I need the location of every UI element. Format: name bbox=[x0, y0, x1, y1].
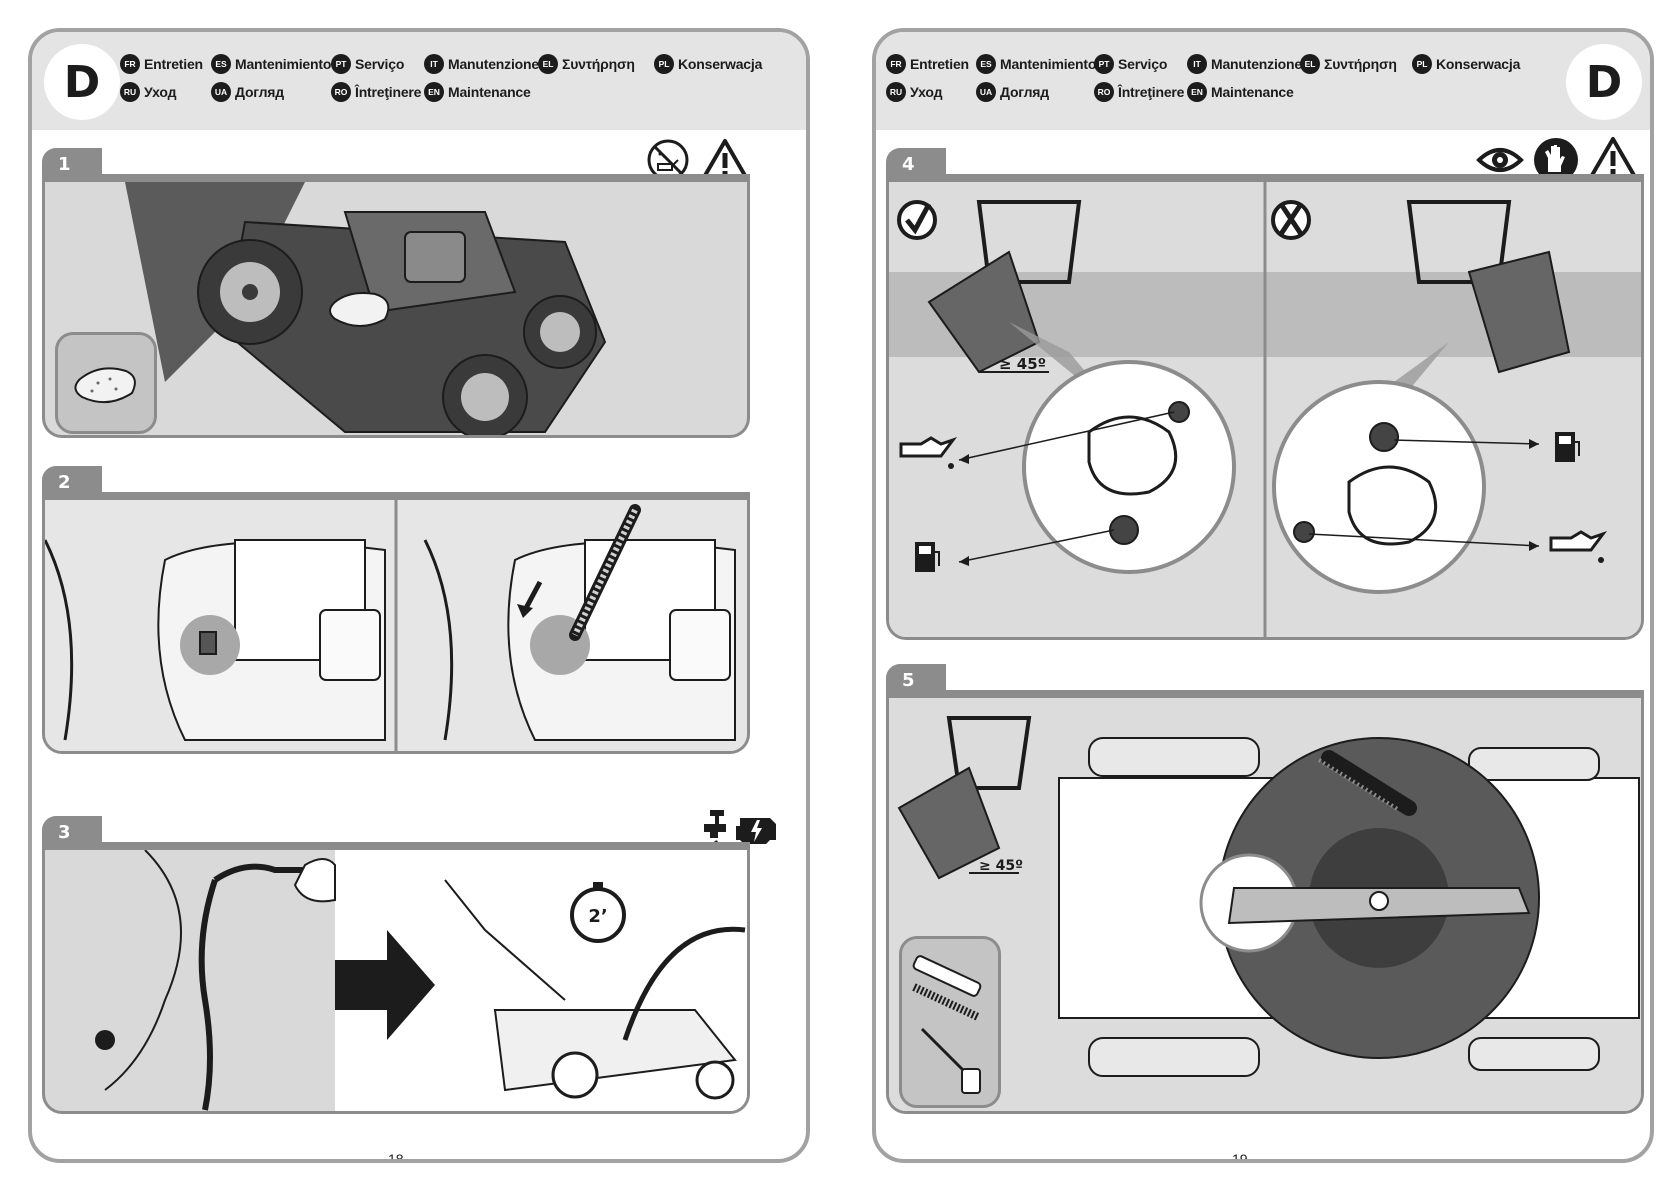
angle-label: ≥ 45º bbox=[999, 355, 1046, 373]
fuel-pump-icon bbox=[915, 542, 940, 572]
step-3-panel: 2’ bbox=[42, 850, 750, 1114]
step-1-panel bbox=[42, 182, 750, 438]
correct-check-icon bbox=[897, 200, 937, 240]
engine-running-icon bbox=[734, 808, 780, 848]
tilt-direction-illustration: ≥ 45º bbox=[889, 182, 1641, 637]
step-1-band bbox=[42, 174, 750, 182]
step-5-panel: ≥ 45º bbox=[886, 698, 1644, 1114]
deck-cleaning-illustration: ≥ 45º bbox=[889, 698, 1641, 1111]
hose-connector-illustration bbox=[45, 500, 747, 751]
step-5-band bbox=[886, 690, 1644, 698]
brush-and-scraper-icon bbox=[912, 955, 982, 1094]
sponge-inset bbox=[55, 332, 157, 434]
oil-can-icon bbox=[899, 436, 958, 469]
step-2-panel bbox=[42, 500, 750, 754]
section-letter: D bbox=[1566, 44, 1642, 120]
page-number: 18 bbox=[382, 1151, 410, 1159]
cleaning-tools-inset bbox=[899, 936, 1001, 1108]
timer-text: 2’ bbox=[588, 906, 607, 927]
mower-sponge-illustration bbox=[125, 182, 607, 435]
sponge-icon bbox=[74, 367, 136, 404]
page-number: 19 bbox=[1226, 1151, 1254, 1159]
section-letter: D bbox=[44, 44, 120, 120]
step-4-band bbox=[886, 174, 1644, 182]
incorrect-cross-icon bbox=[1271, 200, 1311, 240]
angle-label: ≥ 45º bbox=[979, 858, 1023, 874]
eye-protection-icon bbox=[1476, 142, 1524, 178]
cleaning-sequence-illustration: 2’ bbox=[95, 850, 747, 1111]
step-4-panel: ≥ 45º bbox=[886, 182, 1644, 640]
fuel-pump-icon bbox=[1555, 432, 1580, 462]
step-2-band bbox=[42, 492, 750, 500]
step-3-band bbox=[42, 842, 750, 850]
gloves-icon bbox=[1532, 136, 1580, 184]
no-water-jet-icon bbox=[646, 138, 690, 182]
oil-can-icon bbox=[1549, 530, 1608, 563]
